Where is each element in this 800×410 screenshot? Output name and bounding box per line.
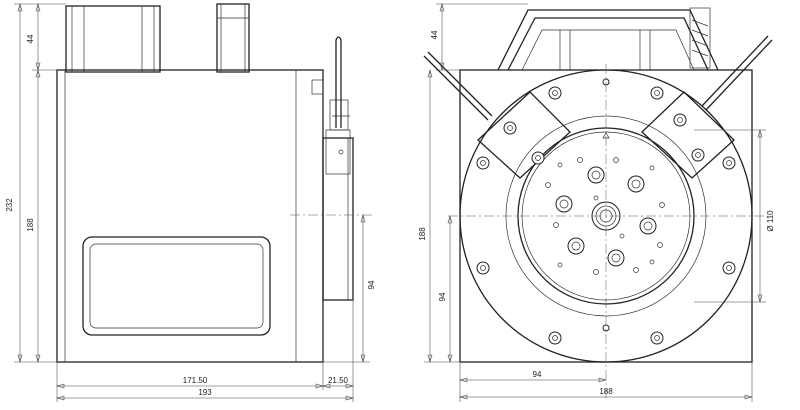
front-handle xyxy=(497,7,719,71)
side-lever xyxy=(335,36,342,128)
front-dim-center-height: 94 xyxy=(438,292,447,301)
side-horizontal-dimensions xyxy=(55,300,355,402)
front-left-lever xyxy=(423,51,493,121)
side-main-body xyxy=(56,69,324,363)
side-dim-flange-width: 21.50 xyxy=(328,376,349,385)
side-dim-body-width: 171.50 xyxy=(183,376,208,385)
front-dim-flange-diameter: Ø 110 xyxy=(766,210,775,232)
front-horizontal-dimensions xyxy=(458,362,754,402)
front-rotor-holes xyxy=(545,132,665,275)
side-dim-body-height: 188 xyxy=(26,218,35,232)
front-view: 44 188 94 Ø 110 94 188 xyxy=(418,2,775,402)
front-diameter-dimension xyxy=(694,128,766,304)
front-clamp-left xyxy=(477,91,571,179)
front-dim-body-height: 188 xyxy=(418,227,427,241)
side-window xyxy=(82,236,271,336)
front-dim-center-width: 94 xyxy=(533,370,542,379)
front-dim-top-height: 44 xyxy=(430,30,439,39)
front-outer-bolts xyxy=(476,78,736,345)
front-right-lever xyxy=(701,35,773,111)
side-flange-dimension xyxy=(323,213,370,364)
side-dim-top-height: 44 xyxy=(26,34,35,43)
front-vertical-dimensions xyxy=(424,2,528,364)
side-top-post xyxy=(216,3,250,73)
side-dim-flange-height: 94 xyxy=(367,280,376,289)
side-dim-total-height: 232 xyxy=(5,198,14,212)
side-dim-total-width: 193 xyxy=(198,388,212,397)
side-flange xyxy=(322,99,354,301)
side-view: 232 44 188 94 171.50 21.50 193 xyxy=(5,2,376,402)
front-dim-body-width: 188 xyxy=(599,387,613,396)
side-vertical-dimensions xyxy=(14,2,66,364)
front-clamp-right xyxy=(641,91,735,179)
side-top-bracket xyxy=(65,5,161,73)
